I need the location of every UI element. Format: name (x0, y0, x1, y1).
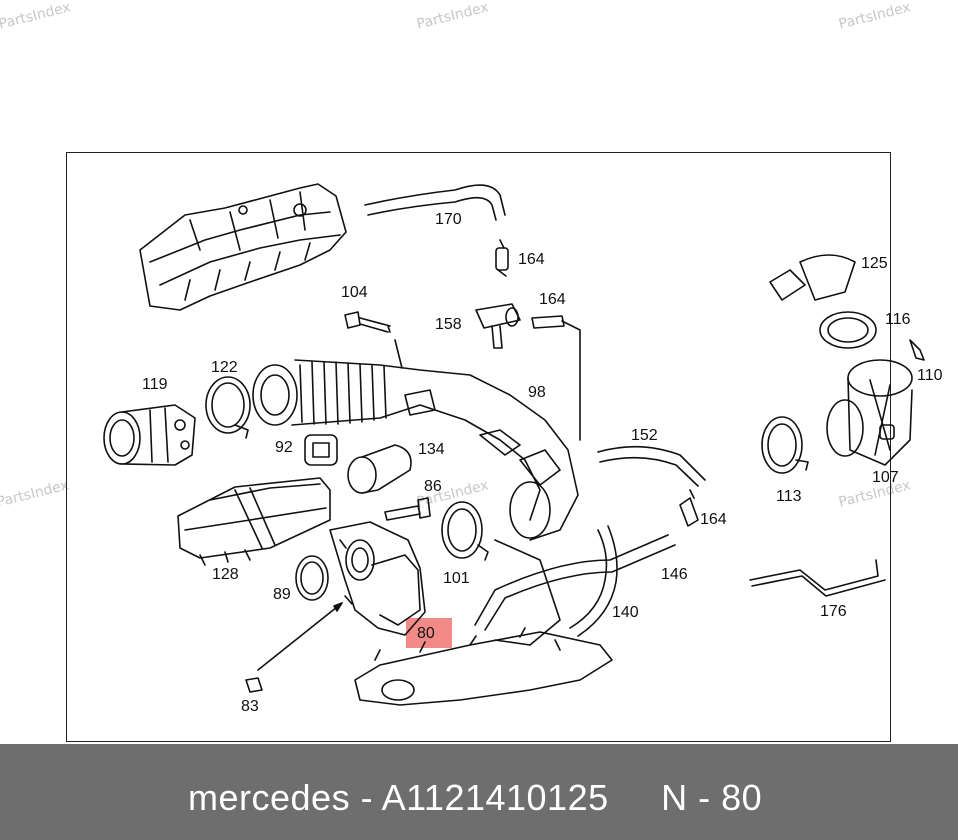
hose-170 (364, 184, 506, 221)
diagram-frame (66, 152, 891, 742)
callout-128: 128 (212, 566, 239, 583)
clamp-122 (205, 376, 251, 439)
resonator-128 (177, 477, 331, 566)
callout-86: 86 (424, 478, 442, 495)
callout-176: 176 (820, 603, 847, 620)
callout-158: 158 (435, 316, 462, 333)
hose-140 (569, 525, 618, 637)
clamp-125 (769, 254, 856, 301)
callout-164-lower: 164 (700, 511, 727, 528)
seal-89 (295, 555, 329, 601)
ring-116 (819, 311, 877, 349)
clamp-101 (441, 501, 489, 561)
callout-113: 113 (776, 488, 802, 505)
hose-152 (597, 445, 706, 487)
callout-83: 83 (241, 698, 259, 715)
intake-duct-98 (252, 339, 579, 646)
callout-140: 140 (612, 604, 639, 621)
callout-119: 119 (142, 376, 168, 393)
callout-125: 125 (861, 255, 888, 272)
highlighted-part-marker[interactable] (406, 618, 452, 648)
air-mass-sensor-119 (103, 404, 196, 466)
housing-107 (826, 359, 913, 466)
bolt-104 (344, 311, 391, 333)
callout-134: 134 (418, 441, 445, 458)
clamp-113 (761, 416, 809, 474)
callout-101: 101 (443, 570, 470, 587)
exploded-parts-drawing (103, 183, 925, 706)
callout-110: 110 (917, 367, 943, 384)
clip-83 (245, 677, 263, 693)
duct-outlet (509, 481, 551, 539)
connector-164-mid (531, 315, 581, 441)
callout-116: 116 (885, 311, 911, 328)
part-caption: mercedes - A1121410125 N - 80 (188, 777, 763, 818)
callout-89: 89 (273, 586, 291, 603)
clip-110 (909, 339, 925, 361)
connector-164-lower (679, 489, 699, 527)
elbow-134 (347, 444, 412, 494)
pointer-arrow (257, 602, 343, 671)
callout-146: 146 (661, 566, 688, 583)
callout-122: 122 (211, 359, 238, 376)
callout-104: 104 (341, 284, 368, 301)
pipe-176 (749, 559, 886, 597)
callout-164-mid: 164 (539, 291, 566, 308)
callout-170: 170 (435, 211, 462, 228)
callout-107: 107 (872, 469, 899, 486)
throttle-body-80 (329, 521, 426, 636)
part-92 (304, 434, 338, 466)
hose-146 (474, 534, 676, 631)
part-info-bar (0, 744, 958, 840)
callout-164-top: 164 (518, 251, 545, 268)
callout-152: 152 (631, 427, 658, 444)
intake-manifold (354, 627, 613, 706)
bolt-86 (384, 497, 431, 521)
engine-cover-part (139, 183, 347, 311)
connector-164-top (495, 239, 509, 277)
t-piece-158 (475, 303, 521, 349)
callout-80[interactable]: 80 (417, 625, 435, 642)
callout-98: 98 (528, 384, 546, 401)
callout-92: 92 (275, 439, 293, 456)
